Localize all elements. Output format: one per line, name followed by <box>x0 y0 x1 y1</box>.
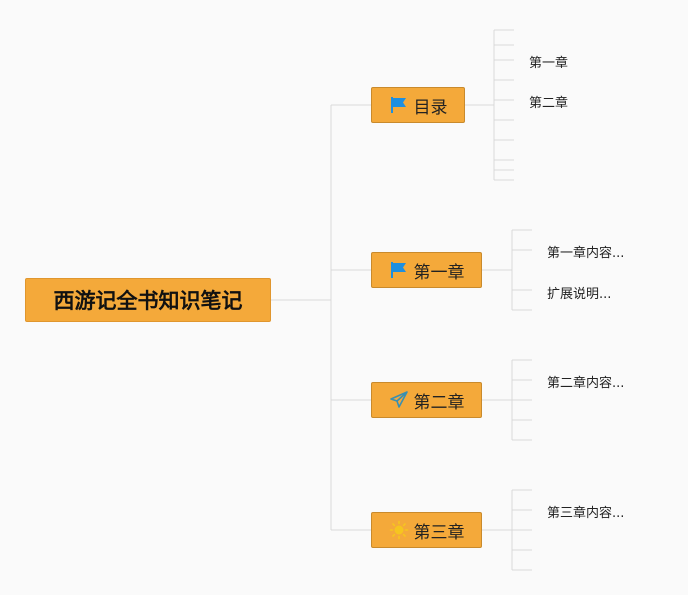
blue-flag-icon <box>389 95 409 115</box>
leaf-node[interactable]: 第三章内容... <box>547 506 625 521</box>
branch-node-chapter-1[interactable]: 第一章 <box>371 252 482 288</box>
leaf-node[interactable]: 第二章 <box>529 96 569 111</box>
blue-flag-icon <box>389 260 409 280</box>
sun-icon <box>389 520 409 540</box>
root-node-label: 西游记全书知识笔记 <box>53 289 243 313</box>
root-node[interactable]: 西游记全书知识笔记 <box>25 278 271 322</box>
branch-node-label: 第一章 <box>413 262 465 283</box>
leaf-node[interactable]: 第一章 <box>529 56 569 71</box>
branch-node-label: 第三章 <box>413 522 465 543</box>
leaf-node[interactable]: 第二章内容... <box>547 376 625 391</box>
branch-node-chapter-3[interactable]: 第三章 <box>371 512 482 548</box>
branch-node-toc[interactable]: 目录 <box>371 87 465 123</box>
paper-plane-icon <box>389 390 409 410</box>
branch-node-label: 目录 <box>413 97 448 118</box>
branch-node-label: 第二章 <box>413 392 465 413</box>
leaf-node[interactable]: 扩展说明... <box>547 287 612 302</box>
branch-node-chapter-2[interactable]: 第二章 <box>371 382 482 418</box>
leaf-node[interactable]: 第一章内容... <box>547 246 625 261</box>
